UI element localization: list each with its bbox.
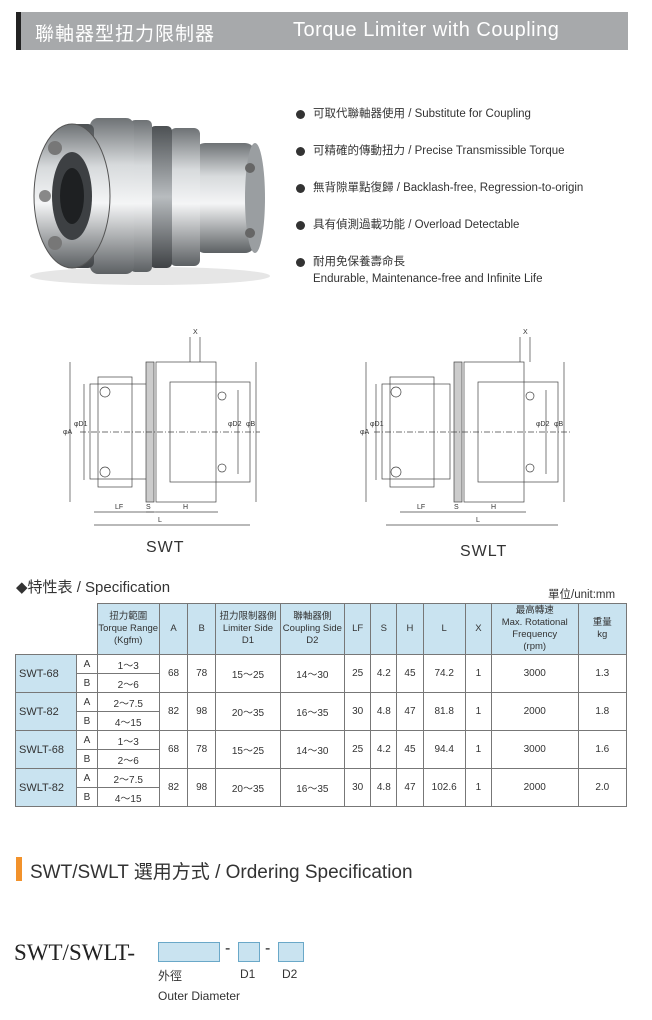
dim-lf-label: LF: [115, 504, 123, 511]
bullet-icon: [296, 184, 305, 193]
bullet-icon: [296, 110, 305, 119]
dim-phiD2-label: φD2: [228, 421, 242, 428]
table-row: B 2～6: [16, 749, 627, 769]
bullet-icon: [296, 221, 305, 230]
d1-field[interactable]: [238, 942, 260, 962]
feature-item: 可精確的傳動扭力 / Precise Transmissible Torque: [296, 143, 646, 160]
feature-item: 無背隙單點復歸 / Backlash-free, Regression-to-o…: [296, 180, 646, 197]
table-row: B 4～15: [16, 711, 627, 731]
col-x: X: [464, 603, 492, 655]
dim-lf-label: LF: [417, 504, 425, 511]
col-b: B: [187, 603, 217, 655]
dim-h-label: H: [491, 504, 496, 511]
unit-note: 單位/unit:mm: [548, 589, 616, 601]
model-cell: SWT-82: [14, 692, 78, 731]
dim-phiB-label: φB: [246, 421, 256, 428]
dim-phiD1-label: φD1: [74, 421, 88, 428]
dim-h-label: H: [183, 504, 188, 511]
swlt-label: SWLT: [460, 543, 508, 560]
section-accent-bar: [16, 857, 22, 881]
spec-title: ◆特性表 / Specification: [16, 579, 171, 596]
table-row: SWT-82 A 2～7.5 82 98 20～35 16～35 30 4.8 …: [14, 692, 628, 731]
order-code-prefix: SWT/SWLT-: [14, 940, 135, 965]
dim-phiA-label: φA: [360, 429, 370, 436]
bullet-icon: [296, 147, 305, 156]
separator: -: [265, 940, 271, 957]
feature-list: 可取代聯軸器使用 / Substitute for Coupling 可精確的傳…: [296, 106, 646, 308]
col-l: L: [422, 603, 466, 655]
table-row: SWLT-68 A 1～3 68 78 15～25 14～30 25 4.2 4…: [14, 730, 628, 769]
col-lf: LF: [344, 603, 372, 655]
outer-diameter-field[interactable]: [158, 942, 220, 962]
dim-l-label: L: [158, 517, 162, 524]
outer-diameter-zh-caption: 外徑: [158, 969, 183, 983]
feature-item: 具有偵測過載功能 / Overload Detectable: [296, 217, 646, 234]
col-s: S: [370, 603, 398, 655]
col-h: H: [396, 603, 424, 655]
page-title: 聯軸器型扭力限制器: [35, 24, 216, 45]
d2-caption: D2: [282, 967, 298, 981]
dim-x-label: X: [193, 329, 198, 336]
dim-phiA-label: φA: [63, 429, 73, 436]
dim-l-label: L: [476, 517, 480, 524]
table-row: SWT-68 A 1～3 68 78 15～25 14～30 25 4.2 45…: [14, 654, 628, 693]
feature-item: 可取代聯軸器使用 / Substitute for Coupling: [296, 106, 646, 123]
table-row: B 4～15: [16, 787, 627, 807]
ordering-title: SWT/SWLT 選用方式 / Ordering Specification: [30, 862, 413, 883]
model-cell: SWLT-82: [14, 768, 78, 807]
model-cell: SWLT-68: [14, 730, 78, 769]
swt-drawing: X φA φD1 φD2 φB LF S H L: [63, 329, 260, 526]
dim-x-label: X: [523, 329, 528, 336]
d2-field[interactable]: [278, 942, 304, 962]
page-subtitle: Torque Limiter with Coupling: [293, 19, 560, 41]
dim-phiB-label: φB: [554, 421, 564, 428]
swlt-drawing: X φA φD1 φD2 φB LF S H L: [360, 329, 570, 526]
dim-s-label: S: [146, 504, 151, 511]
dim-s-label: S: [454, 504, 459, 511]
d1-caption: D1: [240, 967, 256, 981]
model-cell: SWT-68: [14, 654, 78, 693]
header-bar: 聯軸器型扭力限制器 Torque Limiter with Coupling: [16, 12, 628, 50]
swt-label: SWT: [146, 539, 185, 556]
col-a: A: [158, 603, 189, 655]
table-row: B 2～6: [16, 673, 627, 693]
dim-phiD1-label: φD1: [370, 421, 384, 428]
outer-diameter-en-caption: Outer Diameter: [158, 989, 241, 1003]
bullet-icon: [296, 258, 305, 267]
product-photo: [30, 118, 270, 285]
table-row: SWLT-82 A 2～7.5 82 98 20～35 16～35 30 4.8…: [14, 768, 628, 807]
separator: -: [225, 940, 231, 957]
dim-phiD2-label: φD2: [536, 421, 550, 428]
